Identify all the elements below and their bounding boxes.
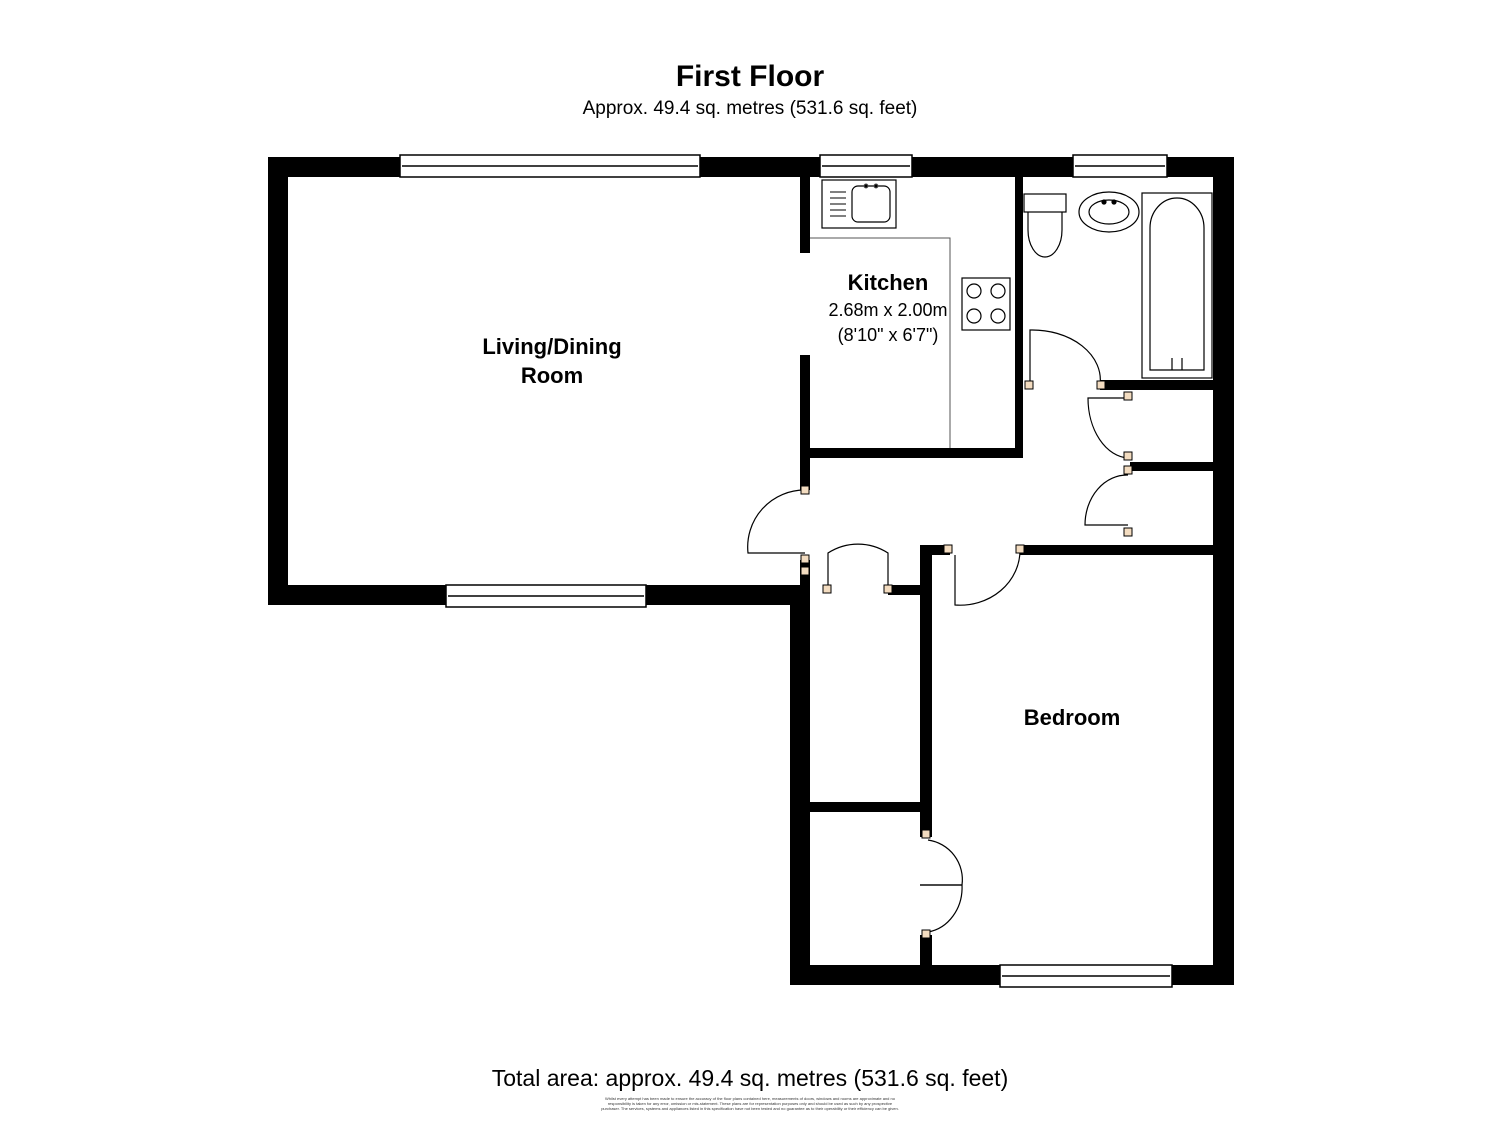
total-area: Total area: approx. 49.4 sq. metres (531… (491, 1065, 1009, 1091)
kitchen-fittings (810, 179, 1011, 448)
living-room-label: Living/Dining (482, 334, 621, 359)
bedroom-label: Bedroom (1024, 705, 1121, 730)
living-room-label-line2: Room (521, 363, 583, 388)
sink-icon (821, 179, 897, 229)
disclaimer-text: Whilst every attempt has been made to en… (601, 1096, 899, 1111)
windows (399, 154, 1173, 988)
kitchen-label: Kitchen (848, 270, 929, 295)
room-labels: Living/Dining Room Kitchen 2.68m x 2.00m… (482, 270, 1120, 730)
kitchen-worktop (810, 237, 951, 448)
bathroom-fittings (1023, 191, 1213, 379)
basin-icon (1078, 191, 1140, 233)
door-hinges (800, 380, 1133, 939)
floor-title: First Floor (675, 60, 825, 93)
kitchen-dimensions-metric: 2.68m x 2.00m (828, 300, 947, 320)
kitchen-dimensions-imperial: (8'10" x 6'7") (838, 325, 939, 345)
bath-icon (1141, 192, 1213, 379)
toilet-icon (1023, 193, 1067, 258)
hob-icon (961, 277, 1011, 331)
interior-walls (800, 177, 1213, 970)
doors (747, 329, 1129, 933)
outer-walls (268, 157, 1234, 985)
floor-area-subtitle: Approx. 49.4 sq. metres (531.6 sq. feet) (582, 98, 918, 119)
